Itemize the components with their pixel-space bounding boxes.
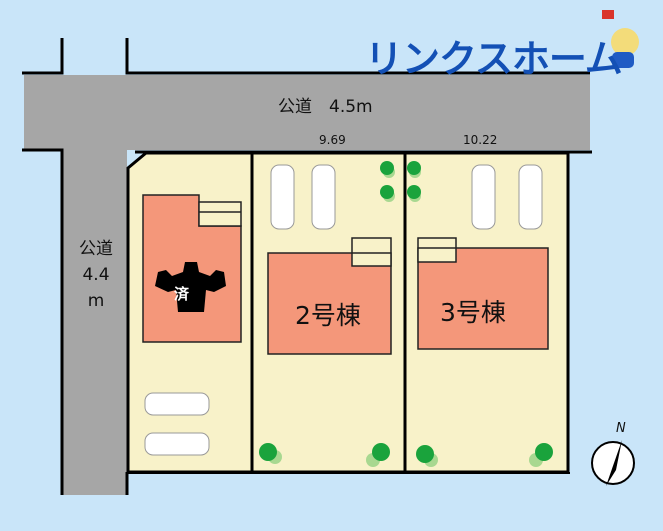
north-road-label: 公道 4.5m [278,97,373,117]
west-road [62,75,127,495]
sold-label: 済 [174,285,190,303]
west-road-label-line2: 4.4 [82,265,110,285]
building-3 [417,247,549,350]
west-road-label-line1: 公道 [79,239,113,259]
building-3-label: 3号棟 [440,298,506,327]
parking-cars [144,164,543,456]
west-road-label: 公道 4.4 m [66,236,126,314]
north-compass-icon [591,440,635,486]
west-road-label-line3: m [87,291,105,311]
building-2-label: 2号棟 [295,301,361,330]
compass-label: N [616,421,626,436]
brand-logo: リンクスホーム [365,37,623,81]
building-2 [267,252,392,355]
lot3-frontage: 10.22 [463,133,498,147]
lot2-frontage: 9.69 [319,133,346,147]
bodybuilder-icon [155,262,226,312]
mascot-icon [602,10,639,68]
trees [259,161,553,467]
